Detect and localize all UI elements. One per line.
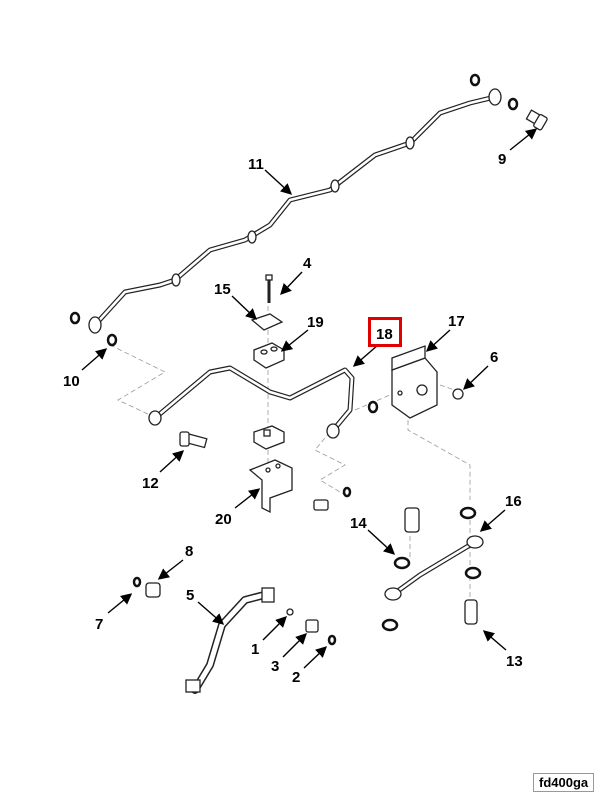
washer	[106, 333, 118, 347]
washer	[507, 97, 519, 111]
callout-10: 10	[63, 373, 80, 390]
washer	[327, 634, 337, 646]
callout-8: 8	[185, 543, 193, 560]
callout-5: 5	[186, 587, 194, 604]
callout-18[interactable]: 18	[376, 326, 393, 343]
figure-id: fd400ga	[533, 773, 595, 792]
flexible-hose	[185, 587, 275, 694]
washer	[69, 311, 81, 325]
bolt	[179, 431, 208, 449]
callout-7: 7	[95, 616, 103, 633]
washer	[367, 400, 379, 414]
callout-14: 14	[350, 515, 367, 532]
support-bracket	[248, 459, 293, 514]
callout-9: 9	[498, 151, 506, 168]
nut	[452, 388, 464, 400]
mounting-bracket	[391, 345, 438, 419]
callout-arrows	[81, 128, 538, 669]
callout-2: 2	[292, 669, 300, 686]
washer	[132, 576, 142, 588]
callout-11: 11	[248, 156, 264, 173]
callout-4: 4	[303, 255, 312, 272]
callout-19: 19	[307, 314, 324, 331]
callout-12: 12	[142, 475, 159, 492]
callout-6: 6	[490, 349, 498, 366]
callout-18-highlight	[368, 317, 402, 347]
callout-13: 13	[506, 653, 523, 670]
callout-1: 1	[251, 641, 259, 658]
washer	[342, 486, 352, 498]
screw	[265, 274, 273, 303]
callout-15: 15	[214, 281, 231, 298]
plug	[145, 582, 161, 598]
callout-17: 17	[448, 313, 465, 330]
o-ring	[286, 608, 294, 616]
bolt	[313, 499, 329, 511]
banjo-bolt	[525, 109, 548, 131]
callout-labels: 11 9 4 15 19 18 17 6 10 12 20 14 16 8 7 …	[63, 151, 523, 686]
callout-3: 3	[271, 658, 279, 675]
assembly-lines	[109, 290, 471, 600]
clamp-block-lower	[253, 425, 285, 450]
banjo-fitting	[381, 506, 484, 632]
fuel-manifold-tube	[88, 88, 502, 334]
fuel-supply-tube	[148, 365, 355, 439]
clamp-block	[253, 342, 285, 369]
washer	[469, 73, 481, 87]
adapter-fitting	[305, 619, 319, 633]
callout-20: 20	[215, 511, 232, 528]
clamp-plate	[250, 313, 284, 331]
callout-16: 16	[505, 493, 522, 510]
